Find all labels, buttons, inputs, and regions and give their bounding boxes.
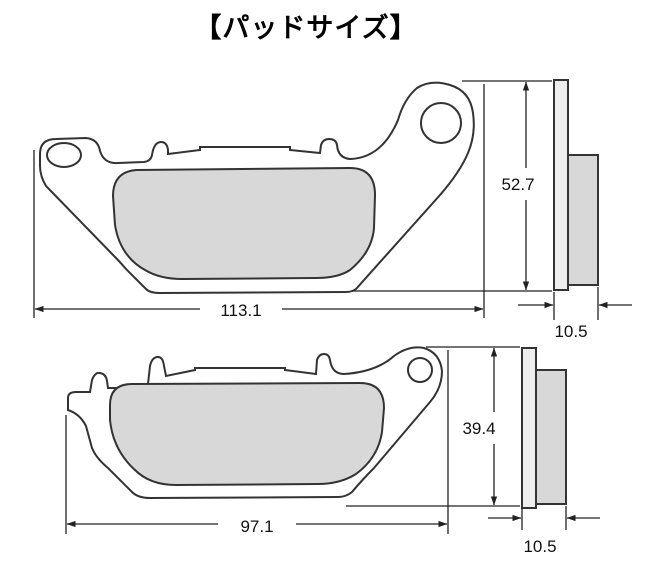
lower-dimensions [65, 346, 600, 534]
upper-height-label: 52.7 [501, 175, 534, 194]
upper-side-backing [553, 79, 569, 291]
lower-friction-material [109, 381, 386, 487]
upper-friction-material [111, 166, 377, 281]
upper-side-friction [567, 154, 599, 286]
page-title: 【パッドサイズ】 [194, 13, 418, 44]
lower-right-hole [407, 357, 433, 383]
lower-side-backing [521, 347, 537, 509]
upper-dimensions [33, 80, 632, 320]
upper-right-hole [420, 102, 462, 144]
lower-thickness-label: 10.5 [523, 537, 556, 556]
lower-pad [67, 346, 567, 509]
lower-side-friction [535, 369, 567, 505]
lower-width-label: 97.1 [240, 517, 273, 536]
upper-width-label: 113.1 [220, 301, 261, 320]
upper-pad [39, 79, 599, 295]
upper-left-hole [46, 142, 82, 168]
upper-thickness-label: 10.5 [554, 322, 587, 341]
lower-height-label: 39.4 [462, 419, 495, 438]
